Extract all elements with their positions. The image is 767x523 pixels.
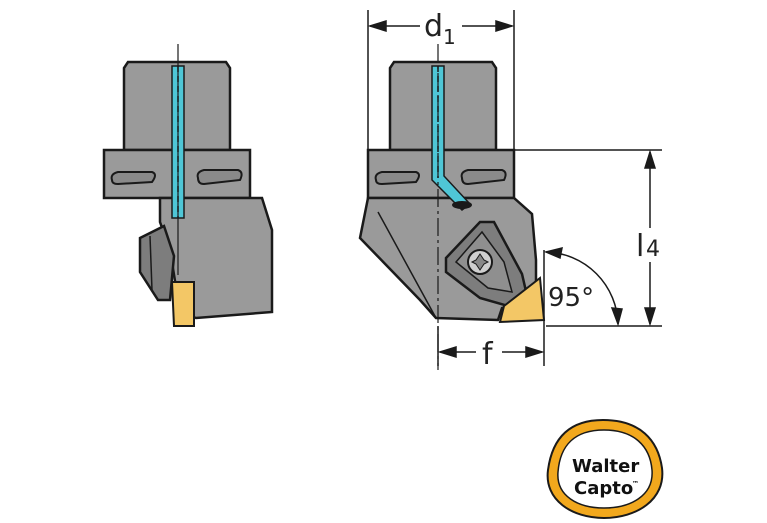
- logo-inner: [557, 429, 653, 509]
- logo-line2: Capto: [574, 478, 633, 499]
- side-view-insert: [170, 281, 195, 327]
- front-view-slot-left: [374, 171, 420, 186]
- logo-line1: Walter: [572, 456, 639, 477]
- dim-angle-label: 95°: [548, 283, 594, 313]
- front-view: [358, 44, 546, 370]
- dim-l-subscript: 4: [646, 237, 660, 262]
- dim-f-label: f: [482, 337, 494, 372]
- dim-d-label: d: [424, 9, 443, 44]
- dim-d-subscript: 1: [443, 25, 456, 49]
- front-view-slot-right: [460, 169, 507, 186]
- side-view-slot-left: [110, 171, 156, 186]
- side-view-clamp: [138, 224, 176, 302]
- side-view-slot-right: [196, 169, 243, 186]
- dimension-lines: [367, 10, 662, 366]
- side-view: [102, 44, 274, 327]
- dim-l-label: l: [636, 229, 644, 264]
- walter-capto-logo: Walter Capto ™: [546, 418, 664, 520]
- logo-tm: ™: [632, 480, 639, 488]
